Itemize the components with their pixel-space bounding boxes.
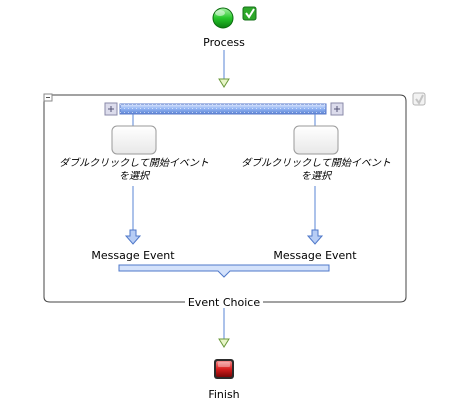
group-label: Event Choice: [187, 296, 261, 309]
event-placeholder[interactable]: [293, 125, 339, 155]
check-icon[interactable]: [242, 6, 257, 21]
finish-label: Finish: [208, 388, 240, 401]
sequence-flow-connector[interactable]: [306, 186, 324, 245]
event-placeholder[interactable]: [111, 125, 157, 155]
merge-bar[interactable]: [118, 264, 330, 278]
expand-icon[interactable]: [330, 102, 344, 116]
end-event-icon[interactable]: [214, 359, 234, 379]
branch-hint-text: ダブルクリックして開始イベントを選択: [241, 158, 391, 182]
message-event-label: Message Event: [273, 249, 357, 262]
event-choice-frame[interactable]: [43, 94, 407, 303]
sequence-flow-connector[interactable]: [124, 186, 142, 245]
message-event-label: Message Event: [91, 249, 175, 262]
sequence-flow-connector[interactable]: [218, 50, 230, 88]
expand-icon[interactable]: [104, 102, 118, 116]
sequence-flow-connector[interactable]: [218, 308, 230, 348]
process-label: Process: [203, 36, 245, 49]
branch-hint-text: ダブルクリックして開始イベントを選択: [59, 158, 209, 182]
start-event-icon[interactable]: [212, 7, 234, 29]
check-icon[interactable]: [412, 92, 426, 106]
parallel-split-bar[interactable]: [119, 103, 327, 115]
collapse-icon[interactable]: [43, 93, 53, 102]
